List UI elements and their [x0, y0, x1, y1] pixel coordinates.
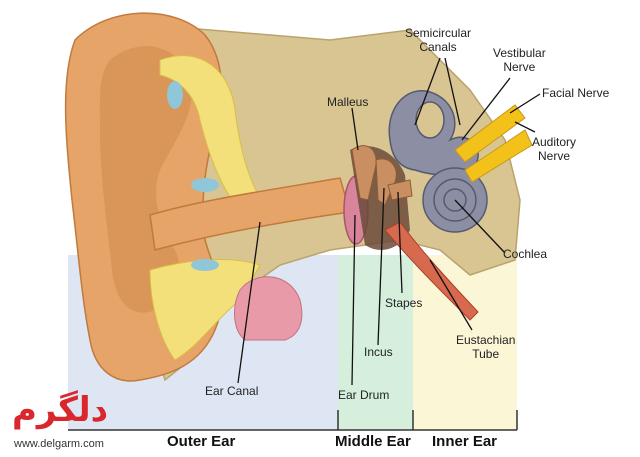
- leader-eustachian-tube: [429, 259, 473, 331]
- leader-cochlea: [454, 199, 506, 254]
- vestibular-nerve-shape: [454, 104, 526, 163]
- leader-facial-nerve: [509, 93, 541, 114]
- leader-lines: [237, 57, 541, 386]
- delgarm-logo: دلگرم: [12, 390, 110, 430]
- label-stapes: Stapes: [385, 296, 423, 310]
- leader-semicircular-canals-1: [414, 57, 441, 126]
- leader-malleus: [351, 107, 359, 151]
- label-auditory-nerve: Auditory Nerve: [532, 135, 577, 163]
- cartilage-spot-2: [191, 178, 219, 192]
- stapes-bone: [387, 179, 413, 201]
- leader-semicircular-canals-2: [444, 57, 461, 126]
- watermark-url: www.delgarm.com: [14, 438, 104, 450]
- section-outer-ear: Outer Ear: [167, 433, 236, 450]
- semicircular-canal-loop: [415, 101, 445, 139]
- cochlea-turn-2: [443, 188, 467, 212]
- leader-auditory-nerve: [514, 121, 536, 133]
- leader-ear-canal: [237, 221, 261, 384]
- inner-ear-zone: [413, 255, 517, 430]
- leader-stapes: [397, 191, 403, 294]
- section-middle-ear: Middle Ear: [335, 433, 411, 450]
- incus-bone: [375, 158, 397, 206]
- label-vestibular-nerve: Vestibular Nerve: [493, 46, 546, 74]
- label-facial-nerve: Facial Nerve: [542, 86, 610, 100]
- label-cochlea: Cochlea: [503, 247, 548, 261]
- cochlea-turn-1: [433, 178, 477, 222]
- cartilage-spot-1: [167, 81, 183, 109]
- auditory-nerve-shape: [464, 129, 533, 183]
- label-eustachian-tube: Eustachian Tube: [456, 333, 516, 361]
- leader-vestibular-nerve: [461, 77, 511, 141]
- eustachian-tube-channel: [384, 221, 479, 321]
- leader-incus: [377, 187, 385, 346]
- leader-ear-drum: [351, 214, 356, 386]
- middle-ear-zone: [338, 255, 413, 430]
- label-ear-drum: Ear Drum: [338, 388, 390, 402]
- section-inner-ear: Inner Ear: [432, 433, 498, 450]
- cartilage-spot-3: [191, 259, 219, 271]
- label-incus: Incus: [364, 345, 393, 359]
- gland: [234, 276, 303, 341]
- label-ear-canal: Ear Canal: [205, 384, 259, 398]
- label-malleus: Malleus: [327, 95, 369, 109]
- label-semicircular-canals: Semicircular Canals: [405, 26, 472, 54]
